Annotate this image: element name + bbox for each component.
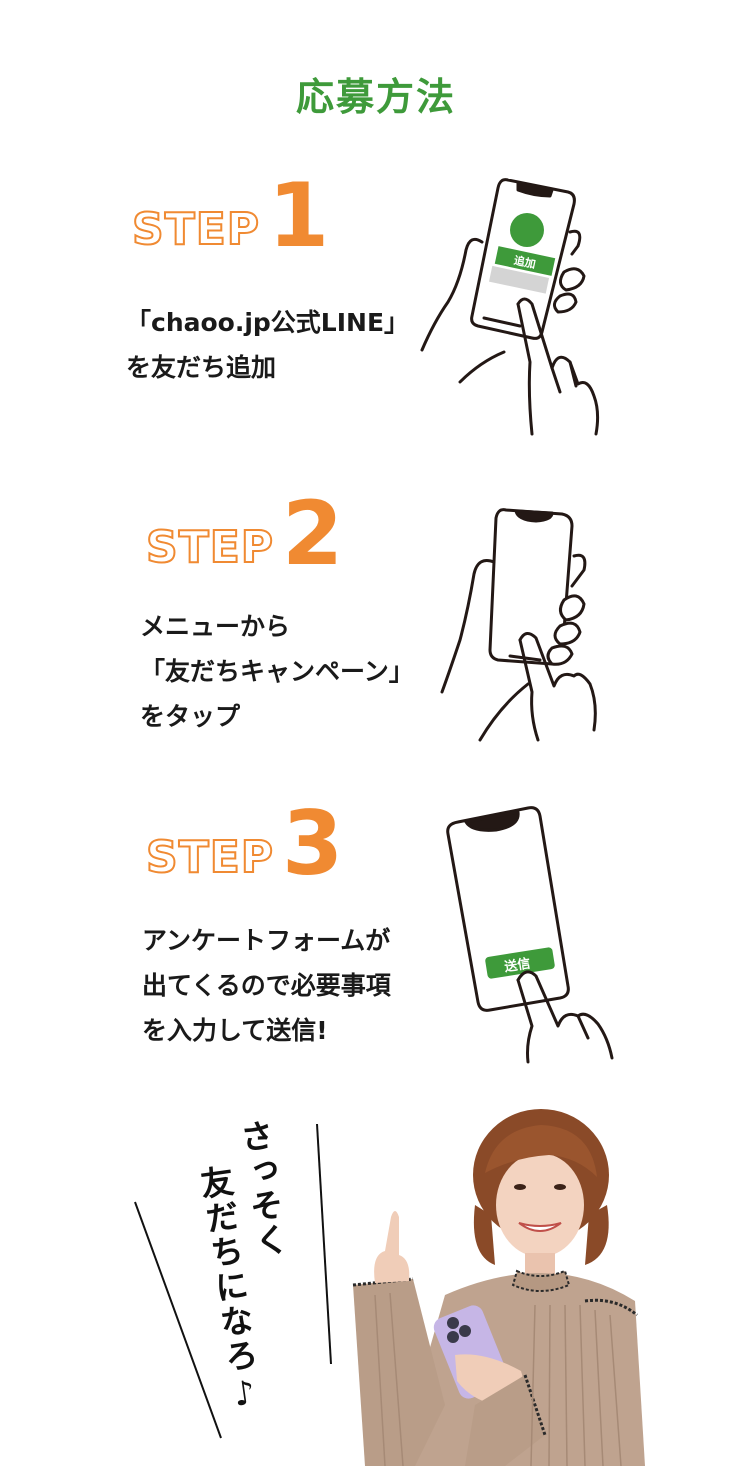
step-1-line-1: 「chaoo.jp公式LINE」 xyxy=(126,308,410,337)
phone-add-button-label: 追加 xyxy=(513,253,537,271)
step-2-heading: STEP 2 xyxy=(145,482,344,585)
hand-holding-phone-icon: 追加 xyxy=(420,172,620,437)
step-2-line-3: をタップ xyxy=(140,702,241,731)
step-label: STEP xyxy=(131,204,261,256)
step-1-heading: STEP 1 xyxy=(131,164,330,267)
closing-line-1: さっそく xyxy=(233,1116,292,1262)
page-title: 応募方法 xyxy=(295,75,456,119)
step-3-line-2: 出てくるので必要事項 xyxy=(142,971,391,1000)
step-3-description: アンケートフォームが 出てくるので必要事項 を入力して送信! xyxy=(142,918,391,1053)
step-1-description: 「chaoo.jp公式LINE」 を友だち追加 xyxy=(126,300,409,390)
speed-line-left xyxy=(133,1200,223,1440)
phone-send-tap-icon: 送信 xyxy=(440,800,630,1065)
step-label: STEP xyxy=(145,832,275,884)
step-1-line-2: を友だち追加 xyxy=(126,353,277,382)
step-2-line-1: メニューから xyxy=(140,612,291,641)
woman-photo xyxy=(345,1105,645,1470)
speed-line-right xyxy=(315,1122,335,1367)
step-2-line-2: 「友だちキャンペーン」 xyxy=(140,657,414,686)
step-number: 3 xyxy=(282,792,344,895)
step-3-line-3: を入力して送信! xyxy=(142,1016,328,1045)
step-3-line-1: アンケートフォームが xyxy=(142,926,391,955)
hand-tapping-phone-icon xyxy=(440,500,620,745)
step-number: 2 xyxy=(282,482,344,585)
phone-send-button-label: 送信 xyxy=(502,956,531,976)
step-3-heading: STEP 3 xyxy=(145,792,344,895)
step-2-description: メニューから 「友だちキャンペーン」 をタップ xyxy=(140,604,414,739)
step-label: STEP xyxy=(145,522,275,574)
step-number: 1 xyxy=(268,164,330,267)
